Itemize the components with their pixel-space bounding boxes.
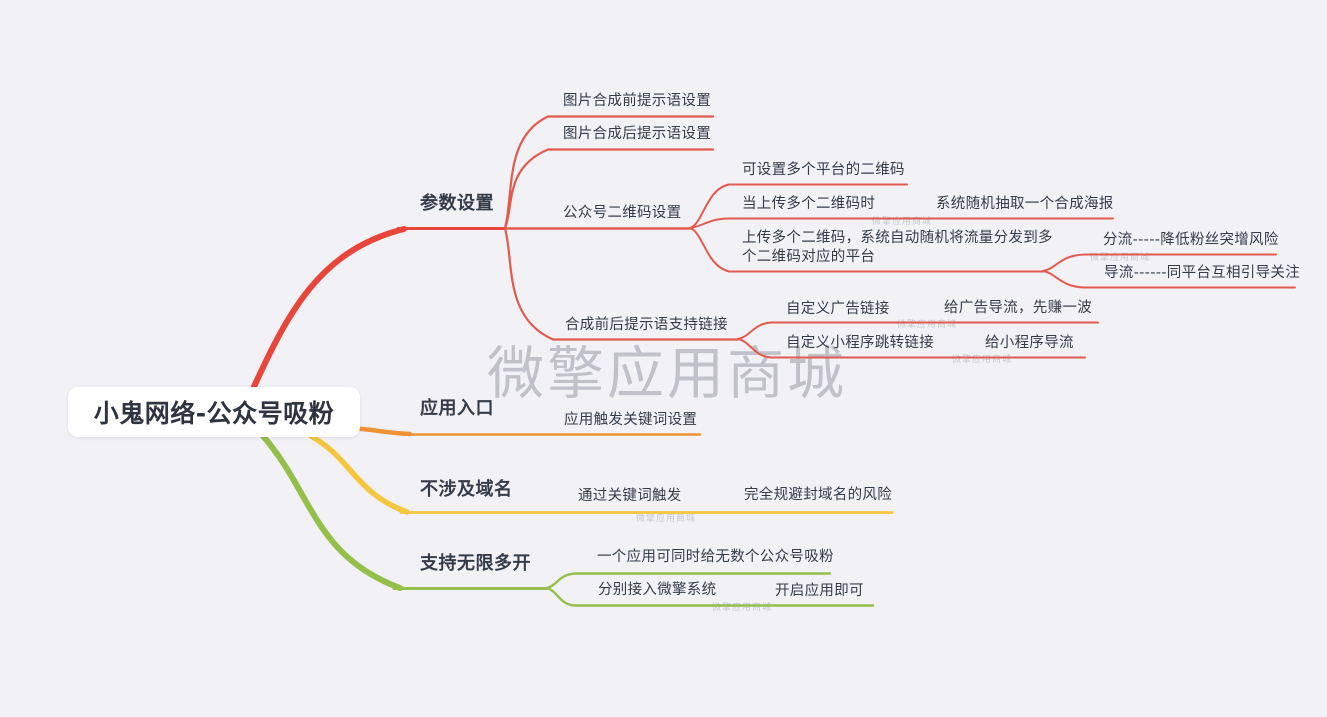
branch-multi-open-root-curve — [260, 433, 403, 591]
watermark-tile: 微擎应用商城 — [636, 514, 697, 524]
node-pre-tip[interactable]: 图片合成前提示语设置 — [563, 93, 711, 109]
watermark-tile: 微擎应用商城 — [952, 355, 1013, 365]
branch-ad-link-line — [737, 321, 1099, 340]
node-param[interactable]: 参数设置 — [420, 193, 494, 214]
node-multi-platform[interactable]: 可设置多个平台的二维码 — [742, 162, 905, 178]
node-unlimited[interactable]: 一个应用可同时给无数个公众号吸粉 — [597, 549, 834, 565]
node-trigger[interactable]: 通过关键词触发 — [578, 488, 682, 504]
branch-param-lines — [249, 115, 1296, 394]
node-distribute[interactable]: 上传多个二维码，系统自动随机将流量分发到多个二维码对应的平台 — [742, 230, 1053, 265]
branch-param-root-curve — [249, 226, 407, 394]
node-mini-link[interactable]: 自定义小程序跳转链接 — [786, 335, 934, 351]
branch-domain-lines — [308, 433, 894, 515]
node-mini-benefit[interactable]: 给小程序导流 — [985, 335, 1074, 351]
node-split-flow[interactable]: 分流-----降低粉丝突增风险 — [1103, 232, 1279, 248]
branch-connect-line — [545, 586, 875, 607]
branch-domain-root-curve — [308, 433, 410, 515]
node-post-tip[interactable]: 图片合成后提示语设置 — [563, 126, 711, 142]
branch-mini-link-line — [737, 338, 1086, 359]
branch-when-multi-line — [689, 217, 1114, 229]
node-ad-benefit[interactable]: 给广告导流，先赚一波 — [944, 300, 1092, 316]
branch-multi-platform-line — [689, 183, 908, 229]
node-entry[interactable]: 应用入口 — [420, 398, 494, 419]
node-multi-open[interactable]: 支持无限多开 — [420, 553, 531, 574]
branch-split-flow-line — [1042, 253, 1277, 272]
node-avoid[interactable]: 完全规避封域名的风险 — [744, 487, 892, 503]
branch-distribute-line — [689, 227, 1044, 273]
branch-tip-links-line — [503, 226, 740, 341]
node-qrcode[interactable]: 公众号二维码设置 — [563, 205, 682, 221]
node-when-multi[interactable]: 当上传多个二维码时 — [742, 196, 876, 212]
node-ad-link[interactable]: 自定义广告链接 — [786, 301, 890, 317]
node-root[interactable]: 小鬼网络-公众号吸粉 — [68, 387, 360, 437]
branch-guide-flow-line — [1042, 270, 1296, 289]
watermark-tile: 微擎应用商城 — [712, 603, 773, 613]
node-keyword-setting[interactable]: 应用触发关键词设置 — [564, 412, 698, 428]
node-random-pick[interactable]: 系统随机抽取一个合成海报 — [936, 196, 1114, 212]
watermark-tile: 微擎应用商城 — [897, 320, 958, 330]
node-enable[interactable]: 开启应用即可 — [775, 583, 864, 599]
node-tip-links[interactable]: 合成前后提示语支持链接 — [565, 317, 728, 333]
node-connect[interactable]: 分别接入微擎系统 — [598, 582, 717, 598]
watermark-large: 微擎应用商城 — [487, 341, 847, 407]
watermark-tile: 微擎应用商城 — [872, 217, 933, 227]
watermark-tile: 微擎应用商城 — [1090, 253, 1151, 263]
branch-unlimited-line — [545, 572, 832, 590]
branch-post-tip-line — [503, 148, 715, 230]
branch-multi-open-lines — [260, 433, 875, 607]
node-domain[interactable]: 不涉及域名 — [420, 479, 513, 500]
node-guide-flow[interactable]: 导流------同平台互相引导关注 — [1104, 265, 1300, 281]
